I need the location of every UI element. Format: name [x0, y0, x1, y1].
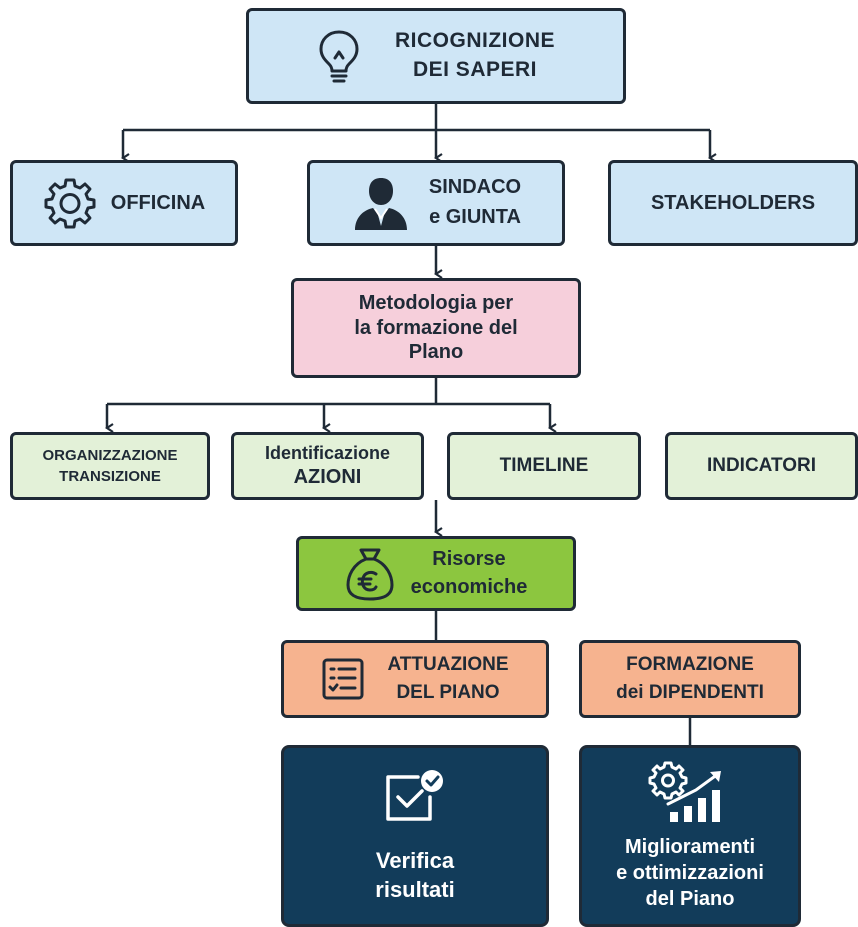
lightbulb-icon: [319, 30, 359, 83]
gear-icon: [44, 178, 96, 229]
timeline-label: TIMELINE: [499, 455, 589, 476]
node-formazione-dipendenti: FORMAZIONE dei DIPENDENTI: [579, 640, 801, 718]
organizzazione-line2: TRANSIZIONE: [59, 467, 161, 485]
node-ricognizione-saperi: RICOGNIZIONE DEI SAPERI: [246, 8, 626, 104]
indicatori-label: INDICATORI: [706, 455, 817, 476]
person-icon: [354, 178, 407, 230]
attuazione-line1: ATTUAZIONE: [387, 653, 509, 675]
risorse-line1: Risorse: [432, 547, 506, 570]
node-miglioramenti-ottimizzazioni: Miglioramenti e ottimizzazioni del Piano: [579, 745, 801, 927]
metodologia-line1: Metodologia per: [358, 292, 514, 315]
node-officina: OFFICINA: [10, 160, 238, 246]
formazione-line1: FORMAZIONE: [626, 653, 754, 675]
node-stakeholders: STAKEHOLDERS: [608, 160, 858, 246]
sindaco-line2: e GIUNTA: [429, 206, 521, 228]
node-timeline: TIMELINE: [447, 432, 641, 500]
metodologia-line3: Plano: [408, 341, 464, 364]
identificazione-line1: Identificazione: [264, 442, 390, 463]
miglioramenti-line2: e ottimizzazioni: [616, 862, 764, 884]
node-metodologia: Metodologia per la formazione del Plano: [291, 278, 581, 378]
money-bag-euro-icon: [346, 548, 394, 600]
checklist-icon: [322, 658, 364, 700]
identificazione-line2: AZIONI: [293, 465, 362, 488]
root-line1: RICOGNIZIONE: [394, 29, 555, 53]
check-window-icon: [386, 770, 443, 822]
node-organizzazione-transizione: ORGANIZZAZIONE TRANSIZIONE: [10, 432, 210, 500]
miglioramenti-line3: del Piano: [645, 888, 735, 910]
stakeholders-label: STAKEHOLDERS: [650, 191, 816, 214]
node-risorse-economiche: Risorse economiche: [296, 536, 576, 611]
verifica-line2: risultati: [375, 877, 455, 902]
organizzazione-line1: ORGANIZZAZIONE: [42, 446, 178, 464]
node-attuazione-piano: ATTUAZIONE DEL PIANO: [281, 640, 549, 718]
node-indicatori: INDICATORI: [665, 432, 858, 500]
node-verifica-risultati: Verifica risultati: [281, 745, 549, 927]
root-line2: DEI SAPERI: [412, 58, 537, 81]
verifica-line1: Verifica: [375, 848, 455, 874]
risorse-line2: economiche: [410, 575, 528, 598]
node-identificazione-azioni: Identificazione AZIONI: [231, 432, 424, 500]
gear-growth-chart-icon: [648, 761, 721, 822]
metodologia-line2: la formazione del: [354, 316, 518, 339]
miglioramenti-line1: Miglioramenti: [624, 836, 755, 858]
sindaco-line1: SINDACO: [428, 176, 522, 199]
attuazione-line2: DEL PIANO: [396, 682, 500, 703]
officina-label: OFFICINA: [110, 191, 206, 214]
node-sindaco-giunta: SINDACO e GIUNTA: [307, 160, 565, 246]
formazione-line2: dei DIPENDENTI: [616, 682, 764, 703]
